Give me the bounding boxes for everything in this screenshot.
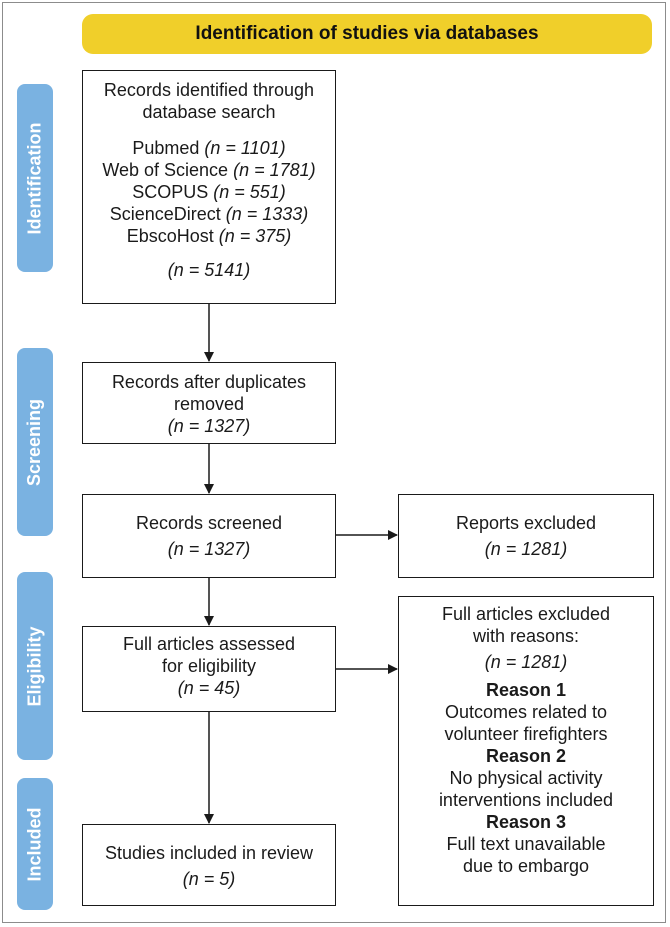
eligibility-line-2: for eligibility <box>161 656 257 676</box>
studies-included-label: Studies included in review <box>104 843 314 863</box>
reason-1-title: Reason 1 <box>485 680 567 700</box>
studies-included-count: (n = 5) <box>182 869 236 889</box>
records-identified-box: Records identified through database sear… <box>82 70 336 304</box>
eligibility-count: (n = 45) <box>177 678 241 698</box>
source-row: SCOPUS (n = 551) <box>132 182 286 202</box>
eligibility-box: Full articles assessed for eligibility (… <box>82 626 336 712</box>
records-identified-total: (n = 5141) <box>167 260 251 280</box>
duplicates-removed-box: Records after duplicates removed (n = 13… <box>82 362 336 444</box>
reason-1-line-2: volunteer firefighters <box>444 724 608 744</box>
phase-screening: Screening <box>17 348 53 536</box>
reason-3-title: Reason 3 <box>485 812 567 832</box>
duplicates-count: (n = 1327) <box>167 416 251 436</box>
reason-2-title: Reason 2 <box>485 746 567 766</box>
reasons-count: (n = 1281) <box>484 652 568 672</box>
header-banner: Identification of studies via databases <box>82 14 652 54</box>
records-screened-count: (n = 1327) <box>167 539 251 559</box>
reasons-line-2: with reasons: <box>472 626 580 646</box>
eligibility-line-1: Full articles assessed <box>122 634 296 654</box>
source-row: EbscoHost (n = 375) <box>126 226 292 246</box>
phase-identification: Identification <box>17 84 53 272</box>
source-row: ScienceDirect (n = 1333) <box>109 204 309 224</box>
reasons-line-1: Full articles excluded <box>441 604 611 624</box>
records-screened-label: Records screened <box>135 513 283 533</box>
duplicates-line-2: removed <box>173 394 245 414</box>
phase-eligibility: Eligibility <box>17 572 53 760</box>
reason-3-line-2: due to embargo <box>462 856 590 876</box>
records-screened-box: Records screened (n = 1327) <box>82 494 336 578</box>
exclusion-reasons-box: Full articles excluded with reasons: (n … <box>398 596 654 906</box>
header-title: Identification of studies via databases <box>195 23 539 44</box>
reason-1-line-1: Outcomes related to <box>444 702 608 722</box>
reason-2-line-1: No physical activity <box>449 768 603 788</box>
reports-excluded-count: (n = 1281) <box>484 539 568 559</box>
records-identified-title-2: database search <box>142 102 276 122</box>
reason-3-line-1: Full text unavailable <box>446 834 606 854</box>
phase-included: Included <box>17 778 53 910</box>
reason-2-line-2: interventions included <box>438 790 614 810</box>
source-row: Web of Science (n = 1781) <box>102 160 316 180</box>
reports-excluded-label: Reports excluded <box>455 513 597 533</box>
source-row: Pubmed (n = 1101) <box>132 138 286 158</box>
records-identified-title-1: Records identified through <box>103 80 315 100</box>
duplicates-line-1: Records after duplicates <box>111 372 307 392</box>
reports-excluded-box: Reports excluded (n = 1281) <box>398 494 654 578</box>
studies-included-box: Studies included in review (n = 5) <box>82 824 336 906</box>
